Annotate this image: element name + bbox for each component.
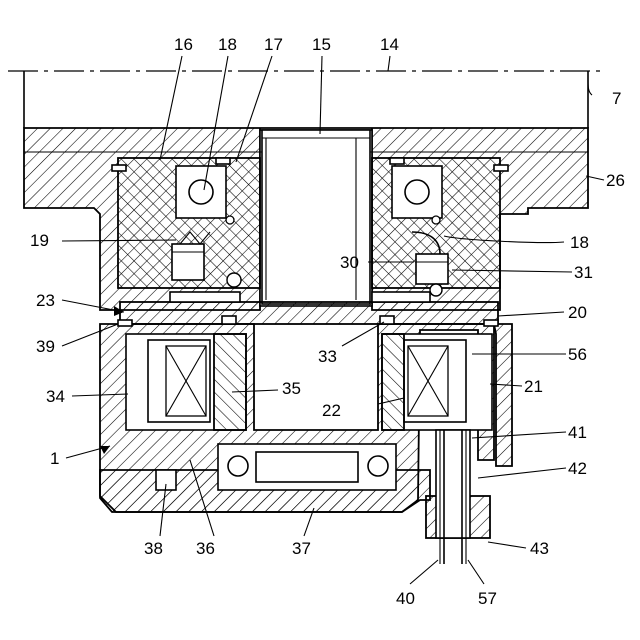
pin-left bbox=[227, 273, 241, 287]
brake-shoe-19 bbox=[172, 244, 204, 280]
label-56: 56 bbox=[568, 345, 587, 364]
coil-right bbox=[404, 340, 466, 422]
label-35: 35 bbox=[282, 379, 301, 398]
small-ball-right bbox=[432, 216, 440, 224]
armature-plate bbox=[120, 302, 498, 324]
label-22: 22 bbox=[322, 401, 341, 420]
lower-ball-right bbox=[368, 456, 388, 476]
label-31: 31 bbox=[574, 263, 593, 282]
seal-35 bbox=[222, 316, 236, 324]
label-38: 38 bbox=[144, 539, 163, 558]
label-17: 17 bbox=[264, 35, 283, 54]
label-42: 42 bbox=[568, 459, 587, 478]
label-16: 16 bbox=[174, 35, 193, 54]
label-34: 34 bbox=[46, 387, 65, 406]
label-41: 41 bbox=[568, 423, 587, 442]
label-21: 21 bbox=[524, 377, 543, 396]
seal-1 bbox=[112, 165, 126, 171]
label-40: 40 bbox=[396, 589, 415, 608]
label-20: 20 bbox=[568, 303, 587, 322]
label-7: 7 bbox=[612, 89, 621, 108]
label-18-top: 18 bbox=[218, 35, 237, 54]
seal-20 bbox=[484, 320, 498, 326]
pin-right bbox=[430, 284, 442, 296]
seal-3 bbox=[390, 158, 404, 164]
pole-22 bbox=[382, 334, 404, 430]
label-14: 14 bbox=[380, 35, 399, 54]
label-30: 30 bbox=[340, 253, 359, 272]
cable-gland-core bbox=[436, 430, 470, 538]
label-19: 19 bbox=[30, 231, 49, 250]
label-33: 33 bbox=[318, 347, 337, 366]
label-43: 43 bbox=[530, 539, 549, 558]
small-ball-left bbox=[226, 216, 234, 224]
armature-gap-right bbox=[372, 292, 430, 302]
label-1: 1 bbox=[50, 449, 59, 468]
label-39: 39 bbox=[36, 337, 55, 356]
label-23: 23 bbox=[36, 291, 55, 310]
armature-gap-left bbox=[170, 292, 240, 302]
brake-shoe-31 bbox=[416, 254, 448, 284]
label-36: 36 bbox=[196, 539, 215, 558]
label-57: 57 bbox=[478, 589, 497, 608]
seal-2 bbox=[216, 158, 230, 164]
outer-housing-21 bbox=[494, 324, 512, 466]
label-15: 15 bbox=[312, 35, 331, 54]
label-26: 26 bbox=[606, 171, 625, 190]
bearing-ball-left bbox=[189, 180, 213, 204]
coil-left bbox=[148, 340, 210, 422]
label-18-right: 18 bbox=[570, 233, 589, 252]
shaft-15 bbox=[262, 130, 370, 304]
lower-bearing-inner bbox=[256, 452, 358, 482]
seal-39 bbox=[118, 320, 132, 326]
pole-35 bbox=[214, 334, 246, 430]
housing-outline bbox=[24, 71, 588, 128]
seal-4 bbox=[494, 165, 508, 171]
label-37: 37 bbox=[292, 539, 311, 558]
lower-ball-left bbox=[228, 456, 248, 476]
bearing-ball-right bbox=[405, 180, 429, 204]
